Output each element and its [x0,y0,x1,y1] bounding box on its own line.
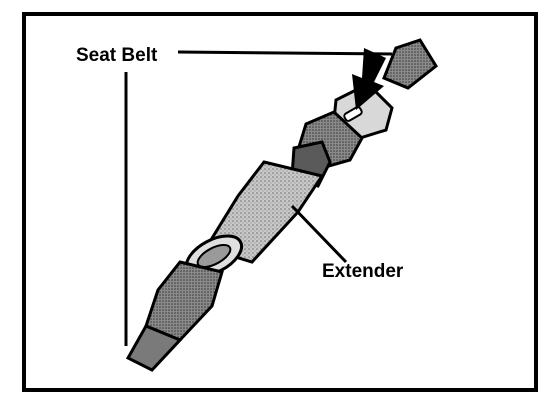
release-arrow-icon [352,48,386,110]
diagram-border [22,12,538,392]
extender-leader [290,204,348,264]
latch-slot [343,106,363,122]
lower-belt-webbing [125,324,183,372]
seat-belt-label: Seat Belt [76,45,158,66]
upper-belt-webbing [382,38,438,90]
lower-buckle-body [144,260,224,342]
extender-label: Extender [322,261,404,282]
seat-belt-leader-top [177,50,393,56]
